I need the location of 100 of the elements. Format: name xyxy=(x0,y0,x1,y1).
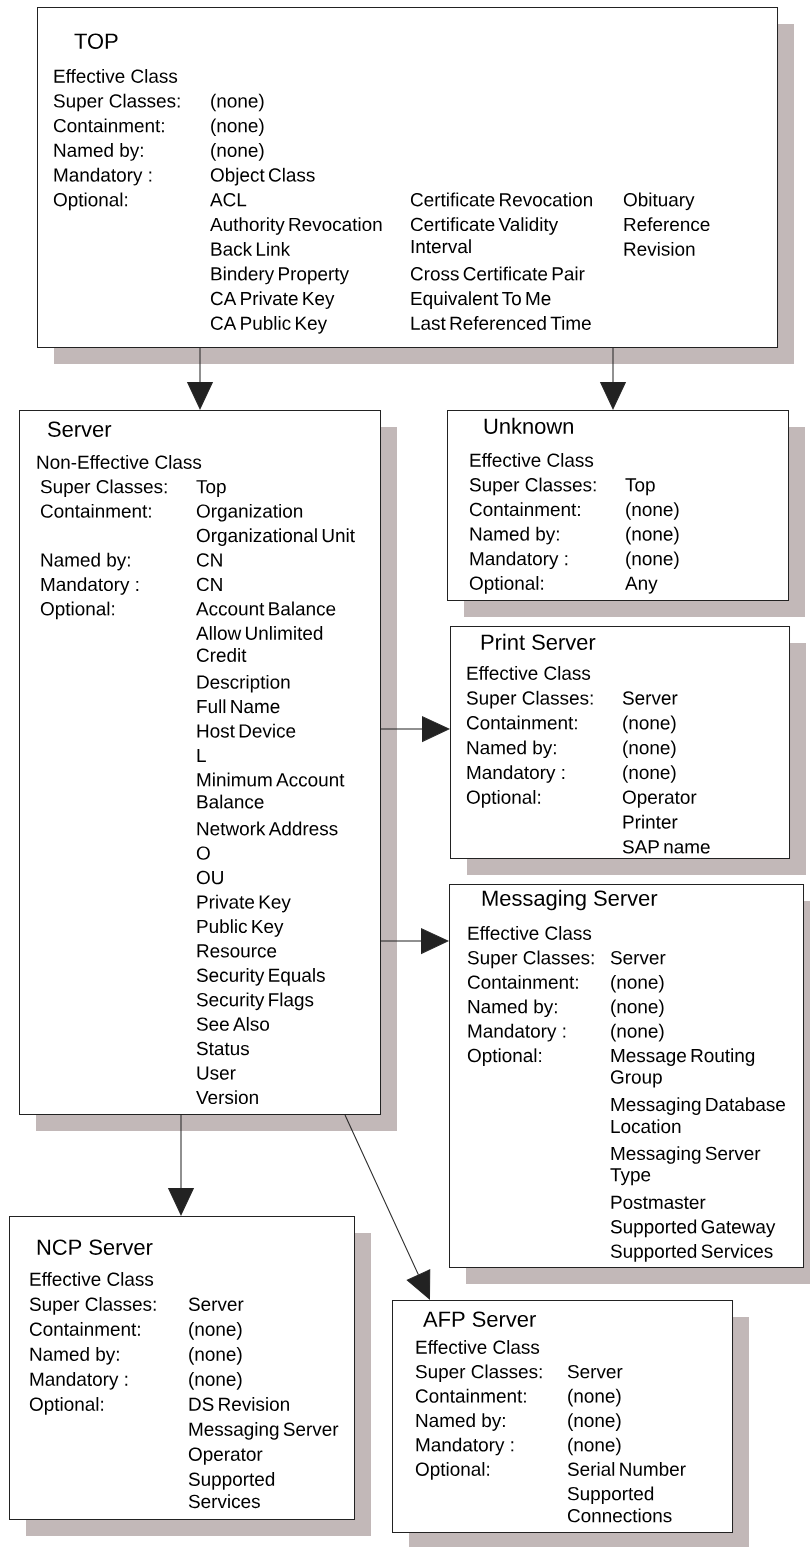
attribute-label: Super Classes: xyxy=(415,1364,542,1383)
attribute-value: (none) xyxy=(189,1347,242,1365)
class-type: Effective Class xyxy=(54,69,178,83)
attribute-label: Super Classes: xyxy=(29,1297,156,1315)
attribute-label: Super Classes: xyxy=(467,950,594,969)
attribute-value: Bindery Property xyxy=(211,266,349,285)
class-type: Non-Effective Class xyxy=(37,455,202,469)
class-type: Effective Class xyxy=(470,453,594,467)
attribute-value: Operator xyxy=(188,1447,263,1465)
attribute-value: SAP name xyxy=(622,840,710,854)
attribute-value: O xyxy=(196,846,210,860)
attribute-label: Super Classes: xyxy=(40,479,167,498)
attribute-value: Revision xyxy=(624,241,695,256)
attribute-value: CA Public Key xyxy=(210,316,328,334)
attribute-label: Containment: xyxy=(467,974,578,989)
arrow xyxy=(380,928,449,954)
class-type: Effective Class xyxy=(467,666,591,680)
attribute-value: Operator xyxy=(622,790,697,808)
attribute-value: Message Routing Group xyxy=(610,1048,755,1088)
attribute-label: Named by: xyxy=(41,552,130,571)
class-name: Server xyxy=(48,421,112,437)
attribute-label: Named by: xyxy=(416,1413,505,1431)
attribute-label: Optional: xyxy=(467,1048,542,1066)
attribute-value: L xyxy=(197,748,206,762)
attribute-value: Certificate Validity Interval xyxy=(410,217,559,254)
attribute-value: Any xyxy=(625,576,658,594)
attribute-value: (none) xyxy=(189,1322,242,1340)
attribute-label: Mandatory : xyxy=(470,551,568,570)
attribute-value: Minimum Account Balance xyxy=(197,772,345,809)
attribute-value: (none) xyxy=(626,502,679,520)
attribute-label: Optional: xyxy=(40,601,114,620)
attribute-label: Super Classes: xyxy=(53,93,180,112)
attribute-label: Containment: xyxy=(466,715,577,730)
attribute-label: Optional: xyxy=(469,576,544,594)
attribute-value: CA Private Key xyxy=(210,291,335,309)
attribute-value: Private Key xyxy=(197,894,291,913)
attribute-value: Messaging Database Location xyxy=(611,1097,785,1134)
attribute-label: Optional: xyxy=(466,790,541,808)
class-name: AFP Server xyxy=(423,1311,536,1327)
class-name: Messaging Server xyxy=(482,889,658,911)
attribute-value: Security Equals xyxy=(196,968,325,986)
class-box xyxy=(447,410,789,601)
attribute-value: Status xyxy=(196,1041,249,1056)
attribute-value: Equivalent To Me xyxy=(411,291,551,309)
attribute-value: (none) xyxy=(626,526,679,545)
attribute-label: Mandatory : xyxy=(416,1437,514,1456)
attribute-label: Optional: xyxy=(415,1462,490,1480)
attribute-value: (none) xyxy=(211,93,264,112)
attribute-value: (none) xyxy=(211,118,264,137)
attribute-value: Back Link xyxy=(211,241,291,256)
attribute-value: Last Referenced Time xyxy=(411,316,591,330)
attribute-value: Serial Number xyxy=(567,1462,686,1476)
attribute-value: See Also xyxy=(196,1016,269,1031)
attribute-value: Authority Revocation xyxy=(210,217,382,235)
attribute-value: Postmaster xyxy=(611,1195,706,1209)
arrow xyxy=(168,1114,194,1216)
attribute-label: Containment: xyxy=(53,118,164,133)
class-box xyxy=(392,1300,733,1533)
attribute-value: (none) xyxy=(623,740,676,759)
attribute-value: Resource xyxy=(197,944,277,958)
attribute-value: Organization xyxy=(196,503,303,522)
class-name: NCP Server xyxy=(37,1239,153,1255)
attribute-value: User xyxy=(197,1066,236,1080)
attribute-value: Messaging Server xyxy=(189,1422,339,1440)
attribute-value: Object Class xyxy=(210,167,315,186)
attribute-value: (none) xyxy=(623,765,676,783)
attribute-label: Containment: xyxy=(415,1388,526,1403)
attribute-value: Supported Services xyxy=(610,1244,773,1262)
attribute-label: Super Classes: xyxy=(466,690,593,709)
class-name: TOP xyxy=(74,33,118,49)
attribute-value: (none) xyxy=(568,1437,621,1456)
attribute-label: Mandatory : xyxy=(54,167,152,186)
attribute-value: Supported Services xyxy=(188,1472,275,1509)
attribute-value: Supported Gateway xyxy=(610,1219,776,1238)
attribute-value: CN xyxy=(196,577,222,592)
attribute-value: (none) xyxy=(611,974,664,993)
attribute-value: OU xyxy=(196,870,223,885)
attribute-label: Named by: xyxy=(468,999,557,1018)
arrow xyxy=(600,347,626,410)
attribute-value: (none) xyxy=(189,1372,242,1390)
attribute-value: DS Revision xyxy=(189,1397,289,1411)
attribute-value: Description xyxy=(197,674,290,693)
attribute-label: Containment: xyxy=(469,502,580,517)
attribute-value: Certificate Revocation xyxy=(410,192,592,207)
attribute-label: Super Classes: xyxy=(469,477,596,496)
class-box xyxy=(449,884,804,1268)
attribute-value: Cross Certificate Pair xyxy=(410,266,585,281)
attribute-value: Account Balance xyxy=(196,601,336,616)
arrow xyxy=(187,347,213,410)
attribute-value: (none) xyxy=(211,143,264,161)
attribute-value: Host Device xyxy=(197,723,296,738)
attribute-value: Server xyxy=(567,1364,623,1379)
attribute-value: Allow Unlimited Credit xyxy=(196,626,323,662)
class-name: Unknown xyxy=(484,417,573,434)
attribute-value: Organizational Unit xyxy=(196,528,355,546)
attribute-value: (none) xyxy=(611,999,664,1018)
arrow xyxy=(380,716,450,742)
class-box xyxy=(37,7,778,348)
attribute-value: Messaging Server Type xyxy=(610,1146,761,1186)
attribute-label: Containment: xyxy=(40,503,151,518)
